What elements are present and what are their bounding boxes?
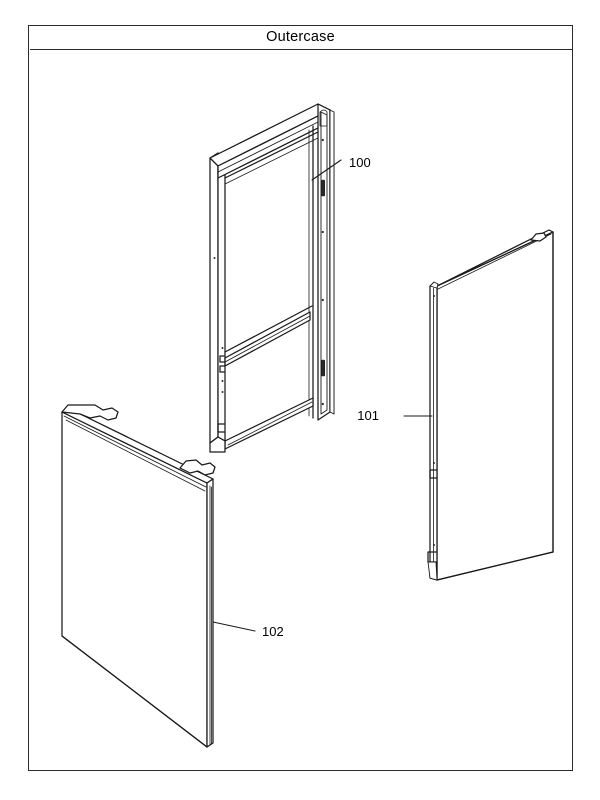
page-title: Outercase [266,29,335,46]
leader-102 [212,621,256,632]
leader-100 [311,159,342,181]
title-bar: Outercase [29,26,572,50]
part-100-door-frame: 100 [209,103,371,453]
callout-102: 102 [262,624,284,639]
part-101-side-panel: 101 [357,229,554,581]
part-102-front-panel: 102 [61,404,284,748]
callout-101: 101 [357,408,379,423]
callout-100: 100 [349,155,371,170]
